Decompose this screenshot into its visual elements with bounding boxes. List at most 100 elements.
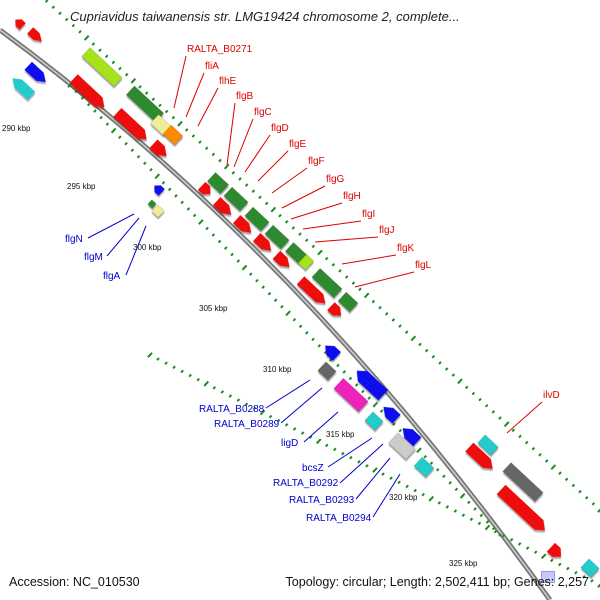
label-ligD[interactable]: ligD (281, 438, 298, 449)
gene-block-11-shape (206, 172, 230, 194)
tick-dot-1-12 (143, 161, 147, 166)
tick-dot-1-53 (398, 428, 403, 433)
label-flgB[interactable]: flgB (236, 91, 254, 102)
tick-dot-1-11 (136, 154, 141, 159)
tick-dot-0-5 (71, 23, 76, 28)
tick-dot-1-60 (442, 474, 446, 479)
gene-block-10-shape (149, 139, 167, 157)
tick-dot-1-30 (255, 278, 259, 283)
tick-dot-1-15 (161, 181, 166, 185)
tick-dot-1-44 (342, 370, 346, 374)
tick-dot-1-2 (80, 96, 85, 100)
map-zoom-marker[interactable] (541, 571, 555, 583)
gene-block-31-shape (317, 361, 337, 381)
label-bcsZ[interactable]: bcsZ (302, 463, 324, 474)
label-flhE[interactable]: flhE (219, 76, 237, 87)
tick-dot-0-27 (218, 158, 222, 163)
label-flgN[interactable]: flgN (65, 234, 83, 245)
label-RALTA_B0292[interactable]: RALTA_B0292 (273, 478, 339, 489)
tick-dot-0-62 (451, 373, 456, 377)
tick-dot-0-81 (578, 489, 582, 494)
tick-dot-1-9 (124, 141, 128, 146)
tick-dot-0-64 (464, 385, 469, 390)
accession-info: Accession: NC_010530 (9, 575, 140, 589)
label-flgF[interactable]: flgF (308, 156, 325, 167)
tick-dot-0-52 (384, 312, 389, 316)
gene-block-29 (325, 345, 341, 361)
tick-dot-1-63 (459, 492, 466, 499)
tick-dot-0-46 (344, 275, 349, 279)
tick-dot-0-72 (518, 434, 522, 439)
tick-dot-0-53 (391, 318, 396, 322)
tick-dot-2-27 (365, 464, 369, 468)
label-flgI[interactable]: flgI (362, 209, 375, 220)
tick-dot-0-76 (544, 459, 549, 463)
tick-dot-0-25 (204, 146, 209, 151)
tick-dot-2-52 (566, 566, 570, 571)
tick-dot-0-83 (591, 502, 596, 506)
label-flgG[interactable]: flgG (326, 174, 345, 185)
tick-dot-1-57 (423, 454, 427, 459)
tick-dot-2-37 (445, 505, 450, 509)
scale-295: 295 kbp (67, 182, 96, 191)
gene-block-21-shape (232, 215, 252, 233)
label-flgM[interactable]: flgM (84, 252, 103, 263)
label-RALTA_B0288[interactable]: RALTA_B0288 (199, 404, 265, 415)
scale-315: 315 kbp (326, 430, 355, 439)
tick-dot-2-31 (397, 480, 401, 485)
leader-line-3 (226, 102, 236, 166)
tick-dot-1-26 (230, 252, 234, 257)
label-ilvD[interactable]: ilvD (543, 390, 560, 401)
tick-dot-0-80 (571, 483, 576, 488)
label-RALTA_B0271[interactable]: RALTA_B0271 (187, 44, 253, 55)
gene-block-4 (81, 47, 123, 87)
gene-block-10 (149, 139, 167, 157)
label-flgE[interactable]: flgE (289, 139, 307, 150)
gene-block-40-shape (502, 462, 544, 502)
tick-dot-1-25 (224, 246, 228, 250)
tick-dot-2-51 (558, 562, 562, 567)
leader-line-13 (354, 271, 415, 288)
gene-block-17-shape (311, 268, 343, 298)
label-flgK[interactable]: flgK (397, 243, 415, 254)
tick-dot-0-30 (238, 177, 242, 181)
leader-line-12 (341, 254, 397, 265)
gene-block-25 (327, 302, 342, 316)
tick-dot-0-57 (418, 342, 422, 347)
tick-dot-1-31 (261, 285, 265, 289)
tick-dot-0-49 (363, 292, 370, 299)
tick-dot-2-11 (236, 398, 241, 402)
tick-dot-0-17 (151, 97, 156, 102)
label-flgJ[interactable]: flgJ (379, 225, 395, 236)
label-flgH[interactable]: flgH (343, 191, 361, 202)
label-flgL[interactable]: flgL (415, 260, 432, 271)
gene-block-32-shape (333, 377, 369, 413)
label-RALTA_B0289[interactable]: RALTA_B0289 (214, 419, 280, 430)
gene-block-38-shape (477, 434, 499, 456)
tick-dot-0-8 (91, 42, 96, 46)
label-fliA[interactable]: fliA (205, 61, 219, 72)
leader-line-24 (372, 473, 401, 518)
label-RALTA_B0293[interactable]: RALTA_B0293 (289, 495, 355, 506)
label-flgC[interactable]: flgC (254, 107, 272, 118)
tick-dot-0-55 (404, 330, 409, 334)
label-flgA[interactable]: flgA (103, 271, 121, 282)
label-RALTA_B0294[interactable]: RALTA_B0294 (306, 513, 372, 524)
tick-dot-0-79 (564, 477, 569, 482)
tick-dot-1-69 (498, 533, 502, 537)
tick-dot-1-6 (105, 122, 110, 126)
tick-dot-0-19 (164, 109, 169, 114)
gene-block-4-shape (81, 47, 123, 87)
label-flgD[interactable]: flgD (271, 123, 289, 134)
tick-dot-1-3 (86, 102, 91, 107)
tick-dot-1-19 (186, 207, 191, 211)
scale-305: 305 kbp (199, 304, 228, 313)
gene-block-35 (402, 428, 422, 447)
tick-dot-0-28 (223, 163, 230, 170)
gene-block-16-shape (297, 253, 315, 271)
gene-block-1-shape (27, 27, 42, 42)
tick-dot-0-24 (198, 140, 202, 144)
gene-block-42-shape (546, 542, 562, 557)
tick-dot-2-24 (341, 451, 345, 456)
